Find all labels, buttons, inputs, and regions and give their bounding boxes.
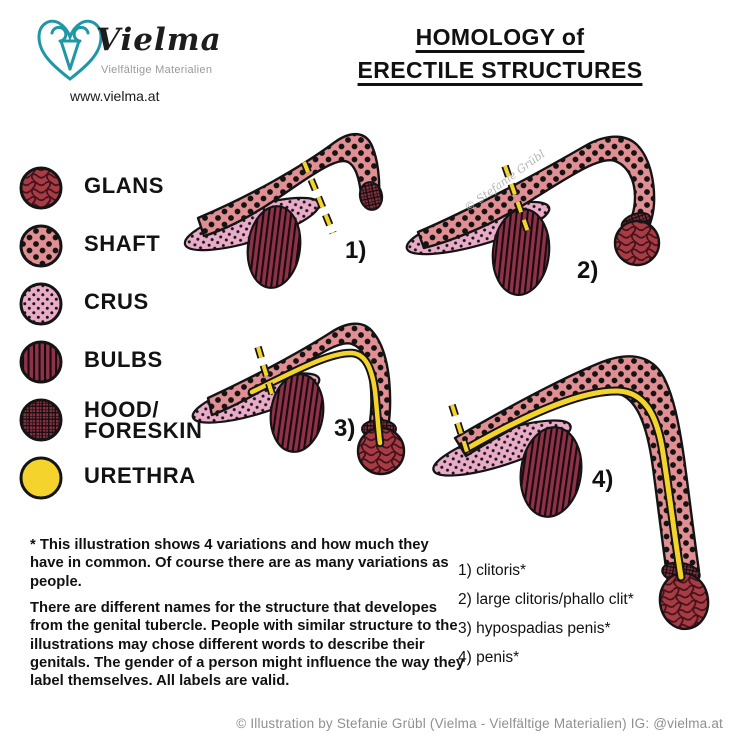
brand-tagline: Vielfältige Materialien: [101, 64, 213, 76]
hood-swatch-icon: [19, 398, 63, 442]
title-line-1: HOMOLOGY of: [415, 24, 585, 50]
figure-1-urethra-dashed-line: [300, 160, 337, 235]
figure-label-list: 1) clitoris* 2) large clitoris/phallo cl…: [458, 562, 634, 678]
figure-3-bulb: [269, 373, 325, 453]
glans-swatch-icon: [19, 166, 63, 210]
figure-2-urethra-dashed-line: [501, 164, 532, 234]
figure-3-number: 3): [334, 415, 355, 442]
figure-4-urethra-line: [463, 386, 686, 582]
note-naming: There are different names for the struct…: [30, 600, 465, 690]
legend-label-urethra: URETHRA: [84, 463, 196, 488]
figure-2-number: 2): [577, 257, 598, 284]
brand-name: Vielma: [96, 22, 222, 58]
figure-3-illustration: 3): [191, 322, 406, 476]
bulbs-swatch-icon: [19, 340, 63, 384]
shaft-swatch-icon: [19, 224, 63, 268]
figure-4-illustration: 4): [432, 355, 710, 631]
figure-4-bulb: [519, 426, 583, 518]
figure-1-number: 1): [345, 237, 366, 264]
urethra-swatch-icon: [19, 456, 63, 500]
figure-4-number: 4): [592, 466, 613, 493]
figure-4-urethra-dashed-line: [448, 403, 472, 457]
legend-label-glans: GLANS: [84, 173, 164, 198]
figure-1-hood: [358, 181, 384, 211]
legend-swatches: [19, 166, 63, 500]
figure-label-2: 2) large clitoris/phallo clit*: [458, 591, 634, 608]
figure-1-bulb: [246, 205, 302, 289]
copyright-footer: © Illustration by Stefanie Grübl (Vielma…: [236, 716, 723, 731]
title-line-2: ERECTILE STRUCTURES: [357, 57, 643, 83]
figure-label-3: 3) hypospadias penis*: [458, 620, 611, 637]
note-variations: * This illustration shows 4 variations a…: [30, 537, 449, 590]
legend-label-hood: HOOD/ FORESKIN: [84, 397, 203, 443]
legend-label-crus: CRUS: [84, 289, 149, 314]
legend-label-shaft: SHAFT: [84, 231, 161, 256]
vielma-heart-logo-icon: [37, 19, 103, 81]
figure-1-illustration: 1): [183, 133, 384, 289]
legend-label-bulbs: BULBS: [84, 347, 163, 372]
figure-3-urethra-dashed-line: [254, 345, 276, 396]
crus-swatch-icon: [19, 282, 63, 326]
figure-3-urethra-line: [247, 348, 385, 448]
figure-label-4: 4) penis*: [458, 649, 520, 666]
figure-label-1: 1) clitoris*: [458, 562, 527, 579]
figure-2-bulb: [491, 208, 551, 296]
brand-url: www.vielma.at: [70, 88, 160, 104]
page-title: HOMOLOGY of ERECTILE STRUCTURES: [345, 24, 655, 90]
figure-2-glans: [613, 219, 661, 267]
figure-2-illustration: © Stefanie Grübl 2): [405, 135, 661, 296]
